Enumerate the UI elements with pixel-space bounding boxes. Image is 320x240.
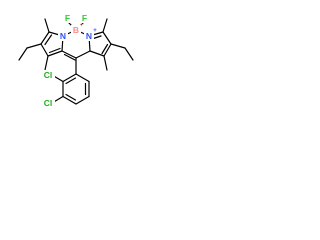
bond-right-ring-lower-double bbox=[101, 43, 109, 55]
bond-right-methyl-top bbox=[102, 18, 108, 33]
atom-labels: F F B − N N + Cl Cl bbox=[42, 13, 97, 108]
bond-right-ring-bottom bbox=[89, 50, 105, 57]
bond-left-ethyl-1 bbox=[26, 43, 42, 49]
bond-left-methyl-top bbox=[44, 18, 50, 33]
bond-meso-left-double bbox=[63, 53, 76, 61]
bond-left-ethyl-2 bbox=[18, 47, 28, 61]
bond-aryl-1-double bbox=[65, 77, 77, 85]
atom-fluorine-left: F bbox=[65, 13, 70, 23]
bond-left-ring-bottom bbox=[47, 50, 63, 57]
atom-chlorine-bottom: Cl bbox=[44, 98, 53, 108]
boron-charge: − bbox=[80, 22, 84, 28]
bond-left-ring-lower bbox=[40, 43, 49, 57]
bond-aryl-6 bbox=[75, 73, 90, 83]
bond-aryl-1 bbox=[62, 73, 77, 83]
bond-left-ring-upper-double bbox=[44, 34, 53, 46]
atom-nitrogen-left: N bbox=[60, 31, 66, 41]
bond-right-ethyl-1 bbox=[110, 43, 126, 49]
bond-aryl-3-double bbox=[65, 93, 77, 101]
atom-chlorine-top: Cl bbox=[44, 70, 53, 80]
bond-left-ring-upper bbox=[40, 31, 50, 45]
bond-left-methyl-bottom bbox=[44, 55, 49, 71]
atom-nitrogen-right: N bbox=[86, 31, 92, 41]
nitrogen-charge: + bbox=[93, 28, 97, 34]
bond-meso-right bbox=[75, 50, 91, 59]
atom-boron: B bbox=[73, 25, 79, 35]
bond-right-ring-upper bbox=[102, 31, 112, 45]
structure-diagram: F F B − N N + Cl Cl bbox=[18, 13, 134, 108]
bond-aryl-3 bbox=[62, 95, 77, 105]
bond-meso-left bbox=[61, 50, 77, 59]
bond-right-ethyl-2 bbox=[124, 47, 134, 61]
atom-fluorine-right: F bbox=[82, 13, 87, 23]
bond-aryl-4 bbox=[75, 95, 90, 105]
bond-right-ring-lower bbox=[103, 43, 112, 57]
bond-right-methyl-bottom bbox=[103, 55, 108, 71]
bond-left-ring-bottom-double bbox=[48, 47, 61, 54]
